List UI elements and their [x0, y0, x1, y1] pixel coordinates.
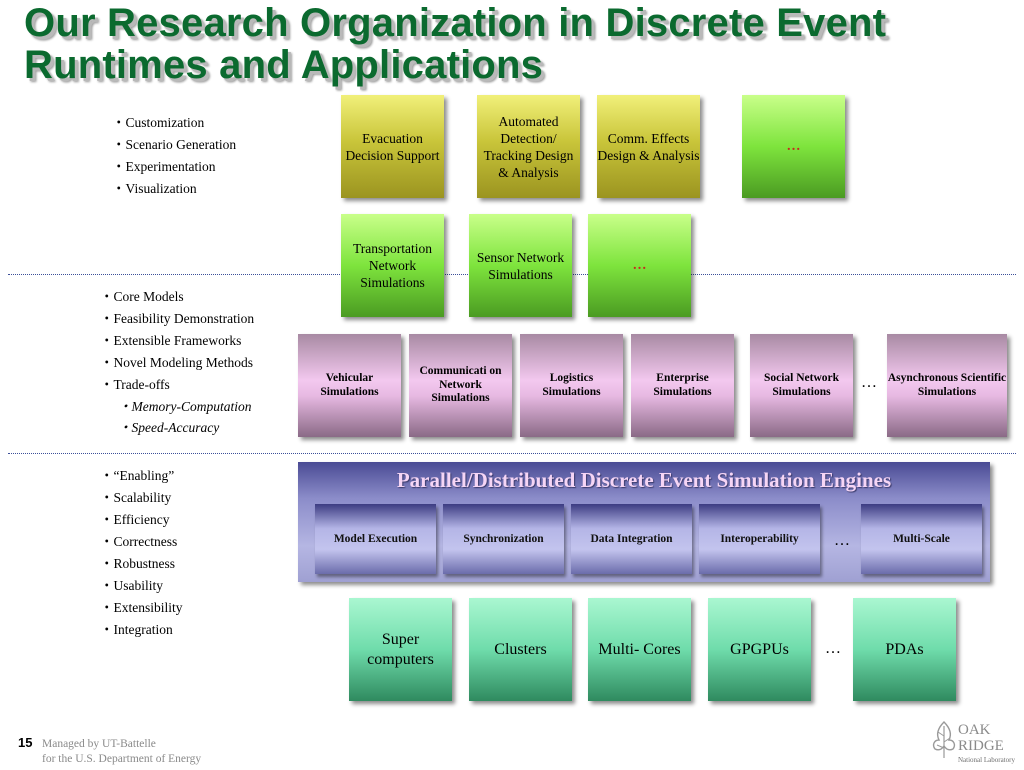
- engine-panel-title: Parallel/Distributed Discrete Event Simu…: [396, 468, 892, 492]
- simulations-list: Core Models Feasibility Demonstration Ex…: [100, 286, 255, 438]
- engine-component-label: Model Execution: [333, 533, 418, 545]
- list-item: Extensibility: [100, 597, 183, 619]
- list-item: Core Models: [100, 286, 254, 308]
- list-item: Customization: [112, 112, 236, 134]
- engine-component-interoperability: Interoperability: [699, 504, 820, 574]
- logo-line3: National Laboratory: [958, 756, 1015, 764]
- list-item: Usability: [100, 575, 183, 597]
- list-item: Extensible Frameworks: [100, 330, 254, 352]
- slide-title: Our Research Organization in Discrete Ev…: [24, 1, 887, 87]
- net-box-sensor: Sensor Network Simulations: [469, 214, 572, 317]
- platform-box-pdas: PDAs: [853, 598, 956, 701]
- sim-box-label: Enterprise Simulations: [653, 372, 712, 398]
- applications-list: Customization Scenario Generation Experi…: [112, 112, 237, 200]
- sim-box-label: Vehicular Simulations: [320, 372, 379, 398]
- engine-component-synchronization: Synchronization: [443, 504, 564, 574]
- platform-box-label: PDAs: [885, 640, 924, 658]
- sim-box-label: Social Network Simulations: [763, 372, 840, 398]
- sim-box-social-network: Social Network Simulations: [750, 334, 853, 437]
- logo-line1: OAK: [958, 722, 991, 738]
- separator-line: [8, 453, 1016, 454]
- oak-ridge-logo: OAK RIDGE National Laboratory: [930, 718, 1020, 766]
- app-box-more: …: [742, 95, 845, 198]
- list-item: Robustness: [100, 553, 183, 575]
- list-subitem: Memory-Computation: [100, 396, 254, 417]
- list-item: Efficiency: [100, 509, 183, 531]
- platform-box-label: GPGPUs: [730, 640, 789, 658]
- sim-box-enterprise: Enterprise Simulations: [631, 334, 734, 437]
- slide-number: 15: [18, 735, 33, 750]
- sim-box-label: Logistics Simulations: [542, 372, 601, 398]
- engine-component-label: Interoperability: [720, 533, 799, 545]
- oak-leaf-icon: OAK RIDGE National Laboratory: [932, 721, 1015, 764]
- app-box-label: Automated Detection/ Tracking Design & A…: [483, 113, 574, 180]
- footer-managed-by: Managed by UT-Battelle: [42, 738, 156, 750]
- list-item: Novel Modeling Methods: [100, 352, 254, 374]
- list-item: Correctness: [100, 531, 183, 553]
- engine-component-label: Data Integration: [590, 533, 673, 545]
- platform-ellipsis: …: [825, 640, 841, 657]
- engine-panel: Parallel/Distributed Discrete Event Simu…: [298, 462, 990, 582]
- platform-box-label: Clusters: [494, 640, 547, 658]
- logo-line2: RIDGE: [958, 738, 1004, 754]
- app-box-label: Evacuation Decision Support: [345, 130, 440, 163]
- sim-box-vehicular: Vehicular Simulations: [298, 334, 401, 437]
- engine-component-model-execution: Model Execution: [315, 504, 436, 574]
- net-box-label: Sensor Network Simulations: [476, 249, 565, 282]
- engine-component-label: Multi-Scale: [893, 533, 950, 545]
- platform-box-multicores: Multi- Cores: [588, 598, 691, 701]
- list-item: Feasibility Demonstration: [100, 308, 255, 330]
- app-box-detection-tracking: Automated Detection/ Tracking Design & A…: [477, 95, 580, 198]
- footer-department: for the U.S. Department of Energy: [42, 753, 202, 765]
- engine-component-data-integration: Data Integration: [571, 504, 692, 574]
- sim-box-label: Asynchronous Scientific Simulations: [887, 372, 1007, 398]
- ellipsis-label: …: [632, 258, 647, 273]
- list-item: Visualization: [112, 178, 236, 200]
- net-box-transportation: Transportation Network Simulations: [341, 214, 444, 317]
- list-item: Experimentation: [112, 156, 236, 178]
- list-item: Scenario Generation: [112, 134, 237, 156]
- net-box-label: Transportation Network Simulations: [352, 241, 432, 290]
- platform-box-label: Multi- Cores: [598, 640, 681, 658]
- engine-ellipsis: …: [834, 532, 850, 549]
- list-item: Trade-offs: [100, 374, 254, 396]
- sim-row-ellipsis: …: [861, 374, 877, 391]
- net-box-more: …: [588, 214, 691, 317]
- sim-box-asynchronous-scientific: Asynchronous Scientific Simulations: [887, 334, 1007, 437]
- sim-box-label: Communicati on Network Simulations: [419, 365, 502, 405]
- platform-box-gpgpus: GPGPUs: [708, 598, 811, 701]
- list-item: “Enabling”: [100, 465, 183, 487]
- app-box-comm-effects: Comm. Effects Design & Analysis: [597, 95, 700, 198]
- list-subitem: Speed-Accuracy: [100, 417, 254, 438]
- list-item: Integration: [100, 619, 183, 641]
- app-box-label: Comm. Effects Design & Analysis: [597, 130, 700, 163]
- engine-component-multi-scale: Multi-Scale: [861, 504, 982, 574]
- platform-box-clusters: Clusters: [469, 598, 572, 701]
- engines-list: “Enabling” Scalability Efficiency Correc…: [100, 465, 183, 641]
- sim-box-communication-network: Communicati on Network Simulations: [409, 334, 512, 437]
- list-item: Scalability: [100, 487, 183, 509]
- platform-box-supercomputers: Super computers: [349, 598, 452, 701]
- ellipsis-label: …: [786, 139, 801, 154]
- platform-box-label: Super computers: [367, 630, 434, 668]
- sim-box-logistics: Logistics Simulations: [520, 334, 623, 437]
- engine-component-label: Synchronization: [463, 533, 544, 545]
- app-box-evacuation: Evacuation Decision Support: [341, 95, 444, 198]
